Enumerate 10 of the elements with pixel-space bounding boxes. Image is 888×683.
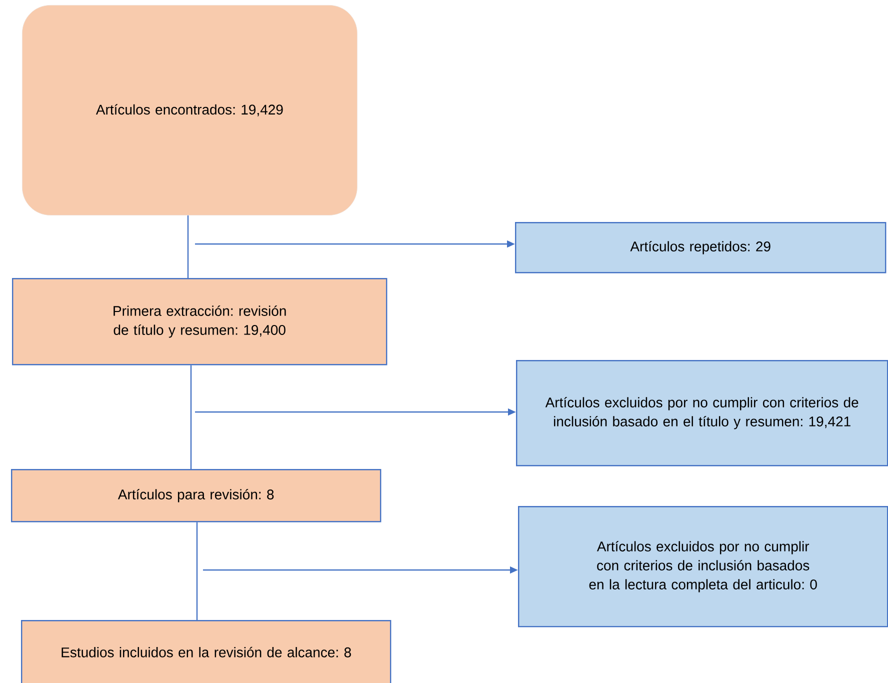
excluded-box: Artículos repetidos: 29 xyxy=(515,222,886,274)
process-box: Primera extracción: revisión de título y resumen: 19,400 xyxy=(12,278,388,366)
connector-line xyxy=(196,522,198,620)
process-box: Estudios incluidos en la revisión de alcance: 8 xyxy=(21,620,392,683)
source-box: Artículos encontrados: 19,429 xyxy=(22,5,358,216)
process-box: Artículos para revisión: 8 xyxy=(11,469,382,522)
connector-line xyxy=(190,365,192,469)
excluded-box: Artículos excluidos por no cumplir con criterios de inclusión basados en la lectura completa del articulo: 0 xyxy=(518,506,888,628)
excluded-box: Artículos excluidos por no cumplir con criterios de inclusión basado en el título y resumen: 19,421 xyxy=(516,360,888,466)
connector-line xyxy=(187,215,189,278)
